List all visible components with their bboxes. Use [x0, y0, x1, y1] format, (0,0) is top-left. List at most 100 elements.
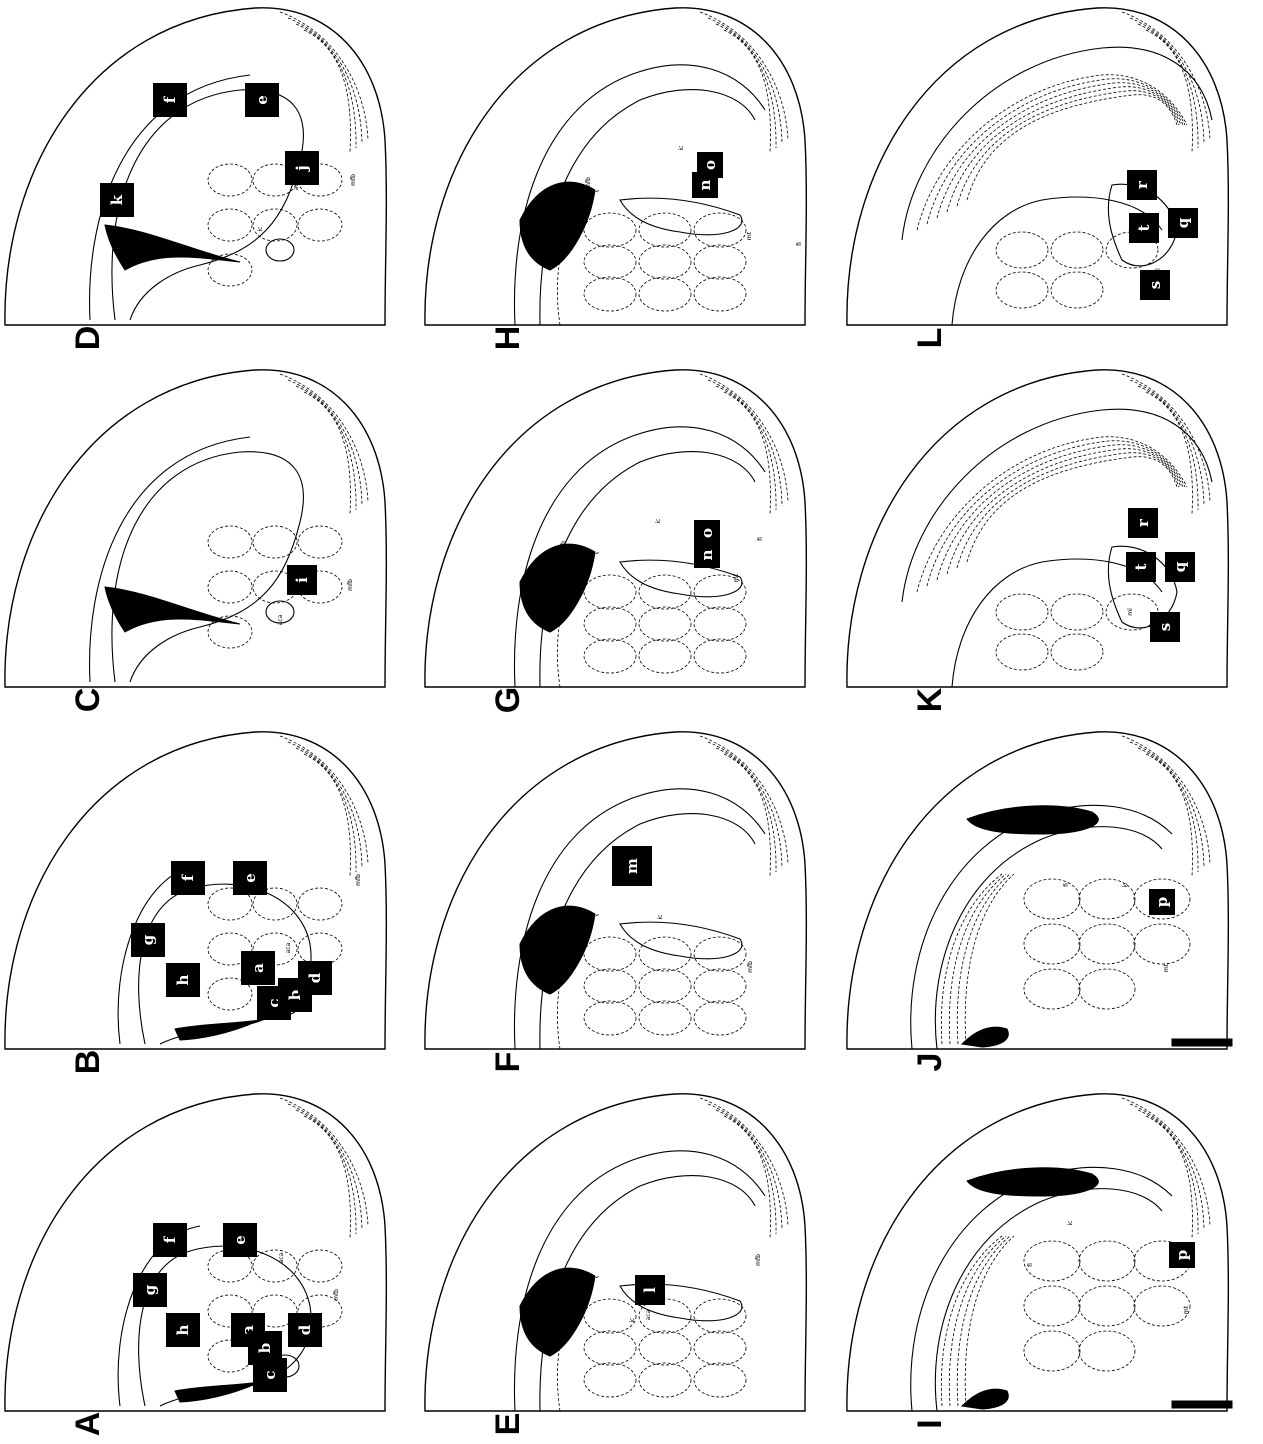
site-letter: i — [293, 577, 311, 583]
structure-abbrev: mfb — [747, 961, 754, 973]
structure-abbrev: ic — [1122, 883, 1129, 888]
site-letter: t — [1132, 563, 1150, 570]
site-box-d: d — [298, 961, 332, 995]
section-drawing: m ic mfb fi — [420, 724, 840, 1082]
site-letter: a — [249, 963, 267, 973]
hemisphere-outline — [5, 370, 386, 687]
structure-abbrev: ic — [257, 227, 264, 232]
site-letter: s — [1156, 623, 1174, 631]
site-letter: r — [1133, 180, 1151, 189]
site-box-r: r — [1127, 170, 1157, 200]
structure-abbrev: mfb — [560, 541, 567, 553]
site-letter: r — [1134, 518, 1152, 527]
site-letter: p — [1173, 1250, 1191, 1261]
site-box-g: g — [133, 1273, 167, 1307]
site-box-e: e — [245, 83, 279, 117]
structure-abbrev: mfb — [347, 579, 354, 591]
panel-label: G — [491, 683, 525, 717]
site-box-r: r — [1128, 508, 1158, 538]
structure-abbrev: mt — [1163, 963, 1170, 972]
site-letter: e — [253, 95, 271, 105]
site-box-n: n — [692, 172, 718, 198]
section-drawing: picfimt — [842, 1086, 1262, 1444]
site-box-q: q — [1168, 208, 1198, 238]
structure-abbrev: mt — [746, 231, 753, 240]
structure-abbrev: fi — [556, 954, 563, 958]
panel-label: K — [913, 683, 947, 717]
site-letter: g — [141, 1284, 159, 1295]
panel-label: B — [71, 1045, 105, 1079]
site-letter: d — [296, 1324, 314, 1335]
site-box-h: h — [166, 1313, 200, 1347]
structure-abbrev: mfb — [333, 1289, 340, 1301]
structure-abbrev: mfb — [355, 874, 362, 886]
site-letter: l — [641, 1287, 659, 1293]
site-letter: o — [701, 160, 719, 170]
site-letter: k — [108, 194, 126, 205]
site-box-e: e — [223, 1223, 257, 1257]
site-box-h: h — [166, 963, 200, 997]
panel-a: feghabcdacamfbA — [0, 1086, 420, 1444]
site-box-p: p — [1169, 1242, 1195, 1268]
site-letter: c — [261, 1370, 279, 1379]
structure-abbrev: aca — [278, 1252, 285, 1263]
panel-label: F — [491, 1045, 525, 1079]
section-drawing: feghabcdacamfb — [0, 1086, 420, 1444]
site-letter: m — [623, 858, 641, 874]
structure-abbrev: ic — [655, 519, 662, 524]
structure-abbrev: ml — [1127, 608, 1134, 616]
site-box-q: q — [1165, 552, 1195, 582]
section-drawing: l aca mfb ic — [420, 1086, 840, 1444]
panel-label: A — [71, 1407, 105, 1441]
site-box-j: j — [285, 151, 319, 185]
structure-abbrev: aca — [293, 179, 300, 190]
site-box-c: c — [253, 1358, 287, 1392]
section-drawing: r q t s ml — [842, 362, 1262, 720]
structure-abbrev: mt — [733, 573, 740, 582]
structure-abbrev: mfb — [585, 177, 592, 189]
structure-abbrev: mfb — [350, 174, 357, 186]
site-box-k: k — [100, 183, 134, 217]
site-letter: e — [241, 873, 259, 883]
panel-label: E — [491, 1407, 525, 1441]
structure-abbrev: aca — [277, 614, 284, 625]
site-letter: g — [139, 934, 157, 945]
site-box-g: g — [131, 923, 165, 957]
structure-abbrev: aca — [285, 942, 292, 953]
site-box-l: l — [635, 1275, 665, 1305]
site-box-n: n — [694, 542, 720, 568]
site-box-f: f — [153, 1223, 187, 1257]
site-letter: n — [698, 549, 716, 560]
structure-abbrev: aca — [645, 1309, 652, 1320]
site-letter: q — [1174, 217, 1192, 228]
site-letter: b — [256, 1343, 274, 1354]
section-drawing: i aca mfb — [0, 362, 420, 720]
structure-abbrev: fi — [796, 242, 803, 246]
structure-abbrev: ic — [1067, 1221, 1074, 1226]
structure-abbrev: ic — [657, 915, 664, 920]
structure-abbrev: ml — [1155, 268, 1162, 276]
site-box-f: f — [171, 861, 205, 895]
site-letter: n — [696, 179, 714, 190]
site-box-i: i — [287, 565, 317, 595]
structure-abbrev: fi — [757, 537, 764, 541]
structure-abbrev: ic — [629, 1318, 636, 1323]
panel-label: C — [71, 683, 105, 717]
structure-abbrev: mfb — [755, 1254, 762, 1266]
site-box-t: t — [1126, 552, 1156, 582]
site-box-f: f — [153, 83, 187, 117]
site-letter: s — [1146, 281, 1164, 289]
structure-abbrev: fi — [1063, 883, 1070, 887]
